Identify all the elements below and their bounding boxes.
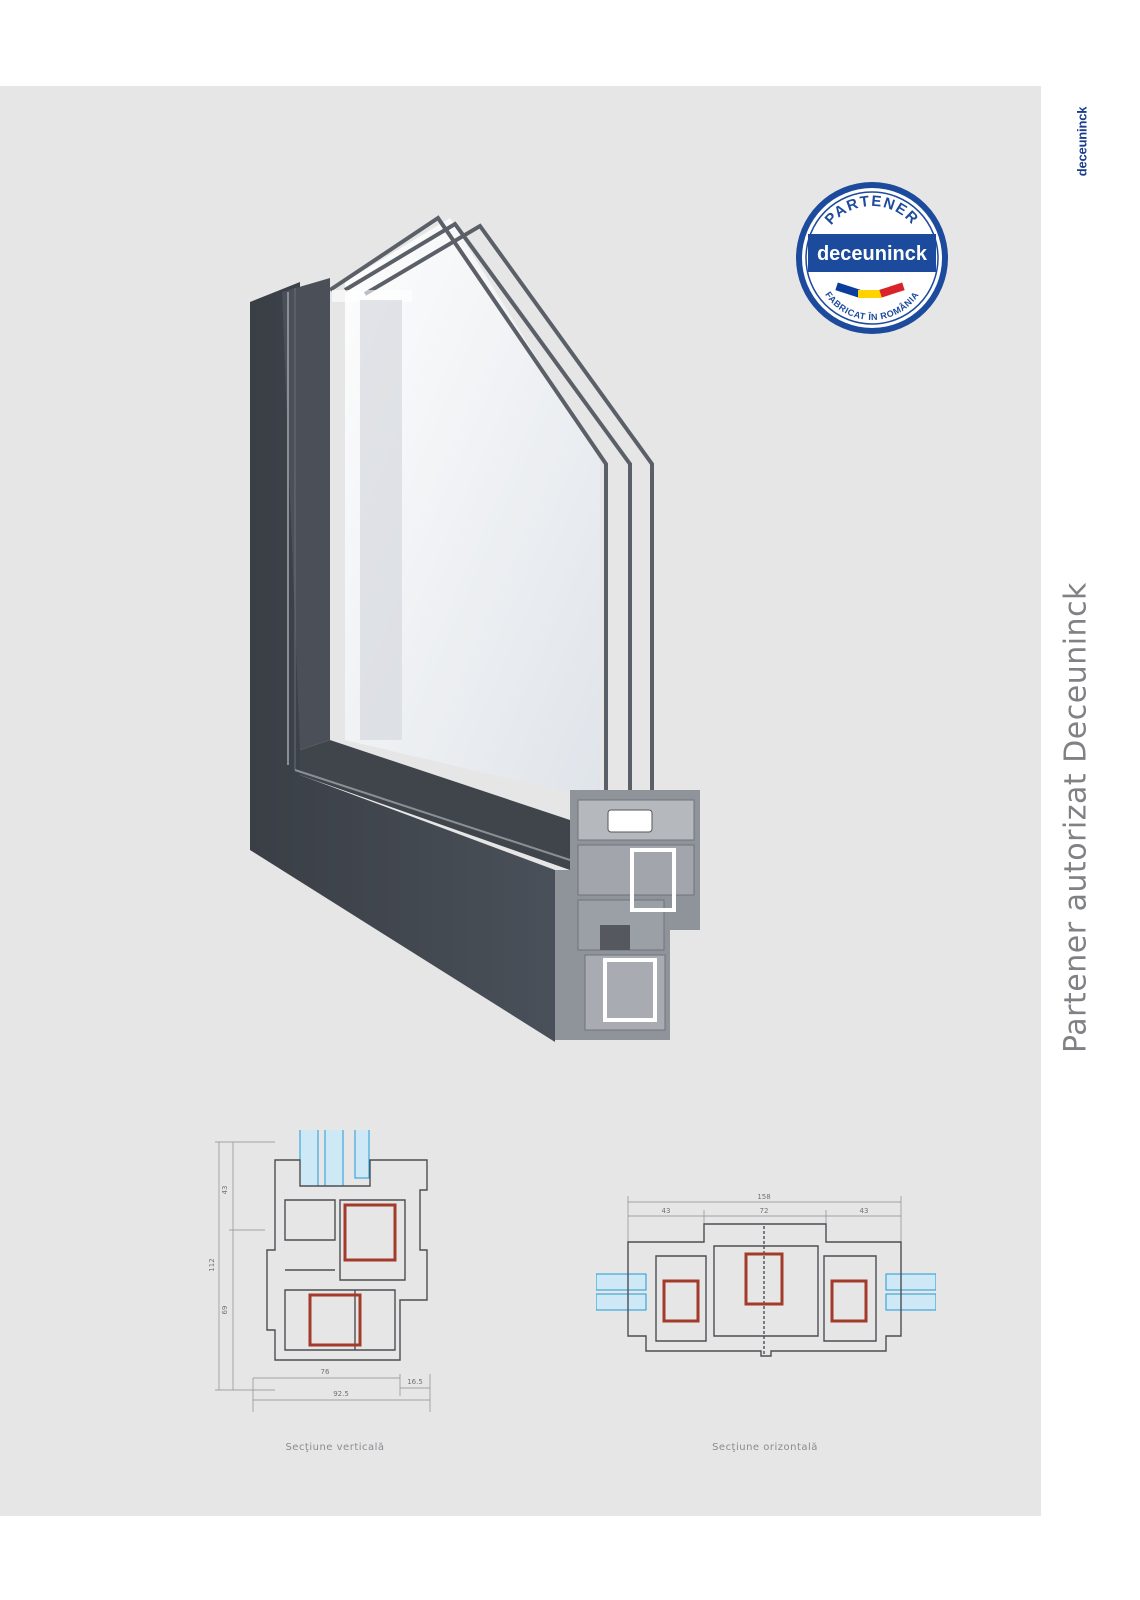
dim-43-left: 43	[662, 1207, 671, 1215]
horizontal-section-drawing: 158 43 72 43	[596, 1193, 936, 1357]
dim-43-right: 43	[860, 1207, 869, 1215]
dim-92-5: 92.5	[333, 1390, 349, 1398]
window-profile-illustration	[250, 215, 700, 1042]
dim-69: 69	[221, 1306, 229, 1315]
flag-red	[879, 282, 905, 298]
dim-112: 112	[208, 1258, 216, 1271]
brand-logo-vertical: deceuninck	[1062, 104, 1102, 184]
profile-cross-section	[555, 790, 700, 1040]
flag-yellow	[858, 290, 882, 298]
caption-horizontal: Secţiune orizontală	[712, 1442, 818, 1453]
partner-badge: PARTENER deceuninck FABRICAT ÎN ROMÂNIA	[796, 182, 948, 334]
vertical-section-drawing: 43 112 69 76 16.5 92.5	[208, 1130, 431, 1412]
badge-brand-box	[808, 234, 936, 272]
caption-vertical: Secţiune verticală	[285, 1442, 385, 1453]
glazing-units	[299, 1130, 370, 1187]
glazing-units	[596, 1273, 936, 1311]
badge-brand-text: deceuninck	[817, 243, 928, 265]
dim-16-5: 16.5	[407, 1378, 423, 1386]
dim-43: 43	[221, 1186, 229, 1195]
dim-72: 72	[760, 1207, 769, 1215]
dim-76: 76	[321, 1368, 330, 1376]
dim-158: 158	[757, 1193, 770, 1201]
brand-name: deceuninck	[1074, 106, 1090, 177]
flag-blue	[835, 282, 861, 298]
